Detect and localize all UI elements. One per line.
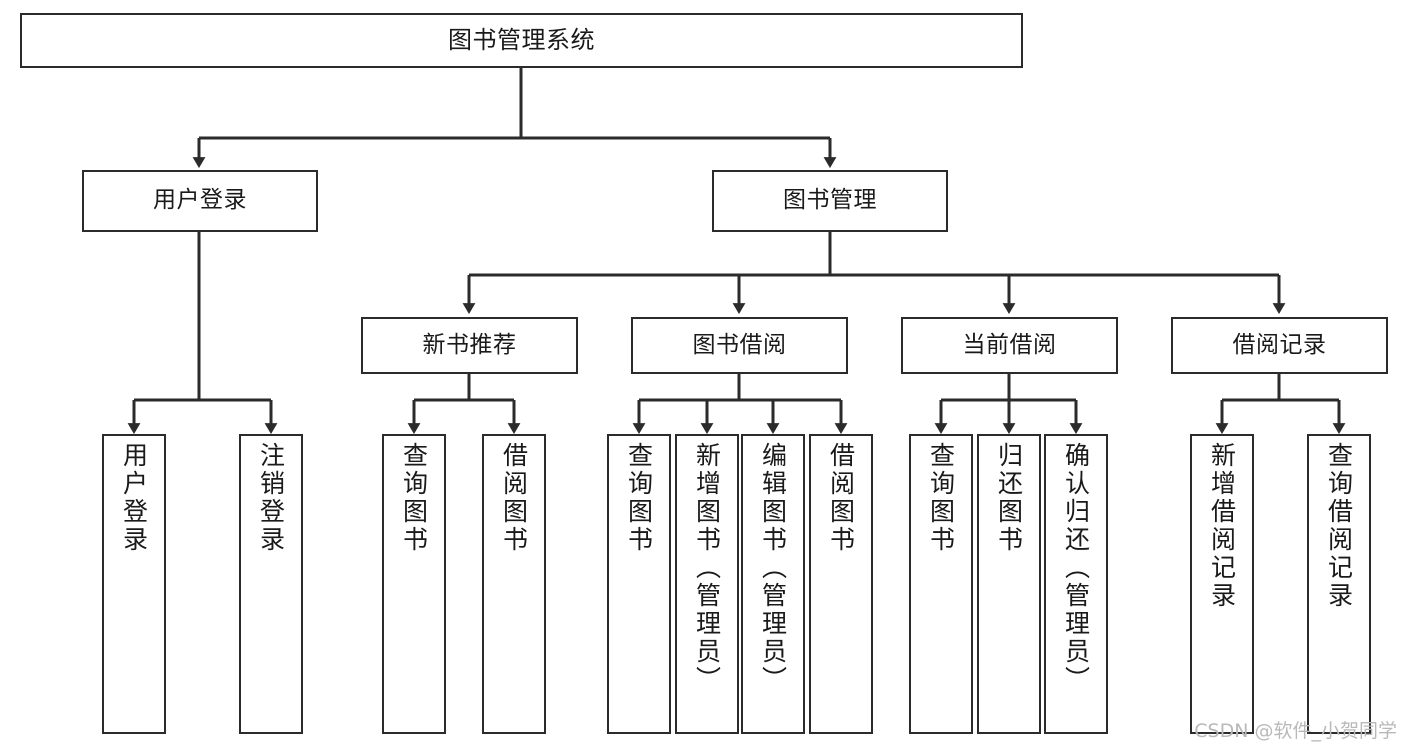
node-leaf-edit-book[interactable]: 编辑图书（管理员） (741, 434, 805, 734)
node-leaf-query-book-2[interactable]: 查询图书 (607, 434, 671, 734)
node-book-manage-label: 图书管理 (783, 187, 877, 214)
node-leaf-query-book-1-label: 查询图书 (399, 442, 429, 554)
node-current-borrow-label: 当前借阅 (962, 331, 1057, 358)
node-leaf-borrow-book-1-label: 借阅图书 (499, 442, 529, 554)
node-leaf-return-book[interactable]: 归还图书 (977, 434, 1041, 734)
node-leaf-query-book-2-label: 查询图书 (624, 442, 654, 554)
node-leaf-user-login-label: 用户登录 (119, 442, 149, 554)
node-leaf-query-book-3[interactable]: 查询图书 (909, 434, 973, 734)
node-leaf-add-record[interactable]: 新增借阅记录 (1190, 434, 1254, 734)
node-leaf-borrow-book-2-label: 借阅图书 (826, 442, 856, 554)
node-leaf-logout[interactable]: 注销登录 (239, 434, 303, 734)
node-new-book-rec-label: 新书推荐 (422, 331, 517, 358)
node-root-label: 图书管理系统 (448, 26, 595, 55)
node-book-borrow[interactable]: 图书借阅 (631, 317, 848, 374)
node-root[interactable]: 图书管理系统 (20, 13, 1023, 68)
node-book-borrow-label: 图书借阅 (692, 331, 787, 358)
node-user-login-label: 用户登录 (153, 187, 247, 214)
node-leaf-query-book-1[interactable]: 查询图书 (382, 434, 446, 734)
node-leaf-borrow-book-1[interactable]: 借阅图书 (482, 434, 546, 734)
node-leaf-query-record-label: 查询借阅记录 (1324, 442, 1354, 610)
node-leaf-logout-label: 注销登录 (256, 442, 286, 554)
node-book-manage[interactable]: 图书管理 (712, 170, 948, 232)
node-user-login[interactable]: 用户登录 (82, 170, 318, 232)
node-borrow-record-label: 借阅记录 (1232, 331, 1327, 358)
node-leaf-edit-book-label: 编辑图书（管理员） (758, 442, 788, 694)
csdn-watermark: CSDN @软件_小贺同学 (1194, 720, 1397, 742)
node-leaf-borrow-book-2[interactable]: 借阅图书 (809, 434, 873, 734)
node-leaf-confirm-return-label: 确认归还（管理员） (1061, 442, 1091, 694)
node-leaf-confirm-return[interactable]: 确认归还（管理员） (1044, 434, 1108, 734)
node-new-book-rec[interactable]: 新书推荐 (361, 317, 578, 374)
node-leaf-user-login[interactable]: 用户登录 (102, 434, 166, 734)
node-leaf-add-book-label: 新增图书（管理员） (692, 442, 722, 694)
node-borrow-record[interactable]: 借阅记录 (1171, 317, 1388, 374)
node-leaf-add-record-label: 新增借阅记录 (1207, 442, 1237, 610)
node-leaf-add-book[interactable]: 新增图书（管理员） (675, 434, 739, 734)
node-current-borrow[interactable]: 当前借阅 (901, 317, 1118, 374)
node-leaf-query-record[interactable]: 查询借阅记录 (1307, 434, 1371, 734)
node-leaf-return-book-label: 归还图书 (994, 442, 1024, 554)
node-leaf-query-book-3-label: 查询图书 (926, 442, 956, 554)
